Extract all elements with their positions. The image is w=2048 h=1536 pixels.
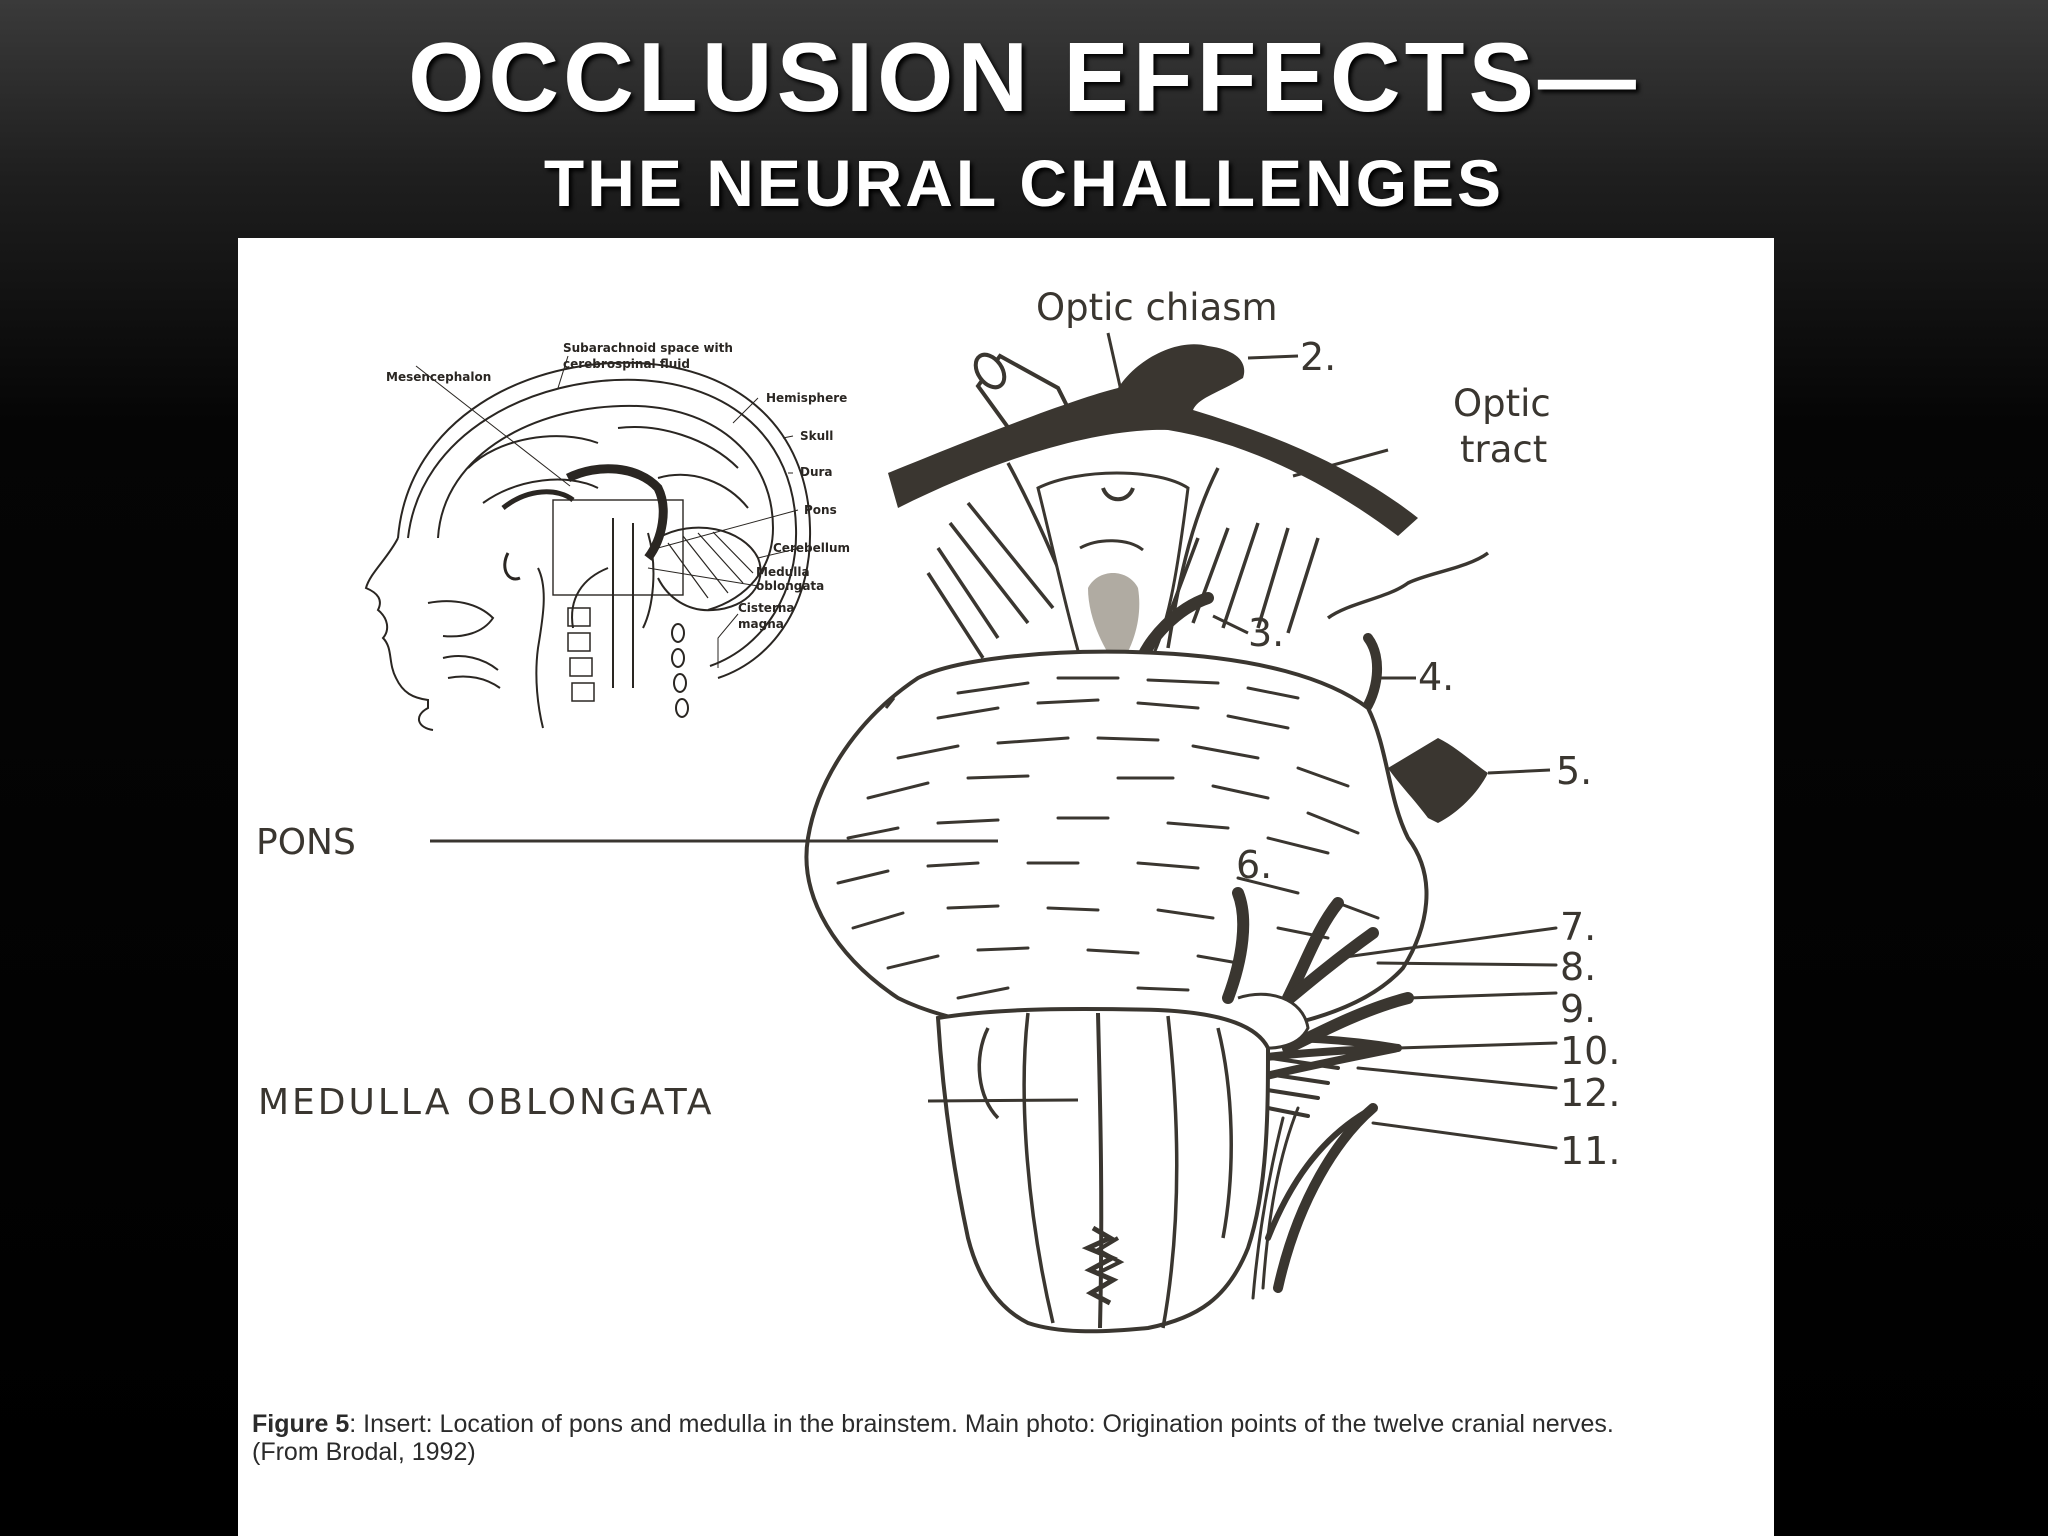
slide-title: OCCLUSION EFFECTS— [408, 22, 1640, 132]
insert-label-pons: Pons [804, 503, 837, 517]
nerve-label-10: 10. [1560, 1029, 1620, 1073]
insert-label-mesencephalon: Mesencephalon [386, 370, 491, 384]
insert-label-subarachnoid-1: Subarachnoid space with [563, 341, 733, 355]
optic-chiasm-band [888, 344, 1418, 536]
insert-label-cisterna-2: magna [738, 617, 784, 631]
label-medulla: MEDULLA OBLONGATA [258, 1082, 715, 1123]
nerve-label-6: 6. [1236, 843, 1272, 887]
nerve-label-8: 8. [1560, 945, 1596, 989]
nerve-label-12: 12. [1560, 1071, 1620, 1115]
insert-hemisphere [437, 404, 775, 611]
insert-label-medulla-2: oblongata [756, 579, 824, 593]
insert-label-cisterna-1: Cisterna [738, 601, 795, 615]
insert-label-medulla-1: Medulla [756, 565, 810, 579]
insert-label-cerebellum: Cerebellum [773, 541, 850, 555]
insert-sagittal-head [364, 355, 812, 731]
nerve-12 [1216, 1051, 1340, 1118]
nerve-7 [1282, 897, 1344, 1004]
nerve-label-9: 9. [1560, 987, 1596, 1031]
slide-subtitle: THE NEURAL CHALLENGES [543, 146, 1505, 220]
nerve-label-5: 5. [1556, 749, 1592, 793]
lateral-cranial-nerves [1216, 897, 1558, 1300]
label-optic-chiasm: Optic chiasm [1036, 286, 1278, 329]
insert-skull-outline [397, 361, 812, 679]
nerve-5 [1388, 738, 1488, 823]
figure-caption: Figure 5: Insert: Location of pons and m… [252, 1410, 1672, 1466]
insert-label-skull: Skull [800, 429, 833, 443]
optic-structures [888, 332, 1418, 536]
nerve-11 [1273, 1103, 1378, 1293]
figure-panel: Subarachnoid space with cerebrospinal fl… [238, 238, 1774, 1536]
nerve-4 [1358, 633, 1383, 718]
insert-face [364, 537, 434, 731]
insert-label-hemisphere: Hemisphere [766, 391, 847, 405]
cerebral-peduncles [926, 462, 1490, 664]
insert-label-dura: Dura [800, 465, 833, 479]
brainstem-diagram: Subarachnoid space with cerebrospinal fl… [256, 286, 1620, 1334]
caption-figure-number: Figure 5 [252, 1410, 350, 1438]
label-pons: PONS [256, 822, 356, 863]
insert-label-subarachnoid-2: cerebrospinal fluid [563, 357, 690, 371]
nerve-6 [1222, 887, 1250, 1004]
label-optic-tract-2: tract [1460, 428, 1547, 471]
label-optic-tract-1: Optic [1453, 382, 1551, 425]
pons [804, 649, 1429, 1041]
insert-mesencephalon [565, 464, 668, 561]
pyramidal-decussation [1081, 1225, 1119, 1306]
nerve-label-2: 2. [1300, 335, 1336, 379]
nerve-label-4: 4. [1418, 655, 1454, 699]
interpeduncular-fossa [1036, 471, 1190, 678]
nerve-label-7: 7. [1560, 905, 1596, 949]
medulla-oblongata [935, 1006, 1271, 1334]
caption-text: : Insert: Location of pons and medulla i… [252, 1410, 1614, 1466]
nerve-label-3: 3. [1248, 611, 1284, 655]
nerve-label-11: 11. [1560, 1129, 1620, 1173]
medulla-leader [927, 1098, 1079, 1103]
insert-cerebellum [657, 526, 762, 612]
